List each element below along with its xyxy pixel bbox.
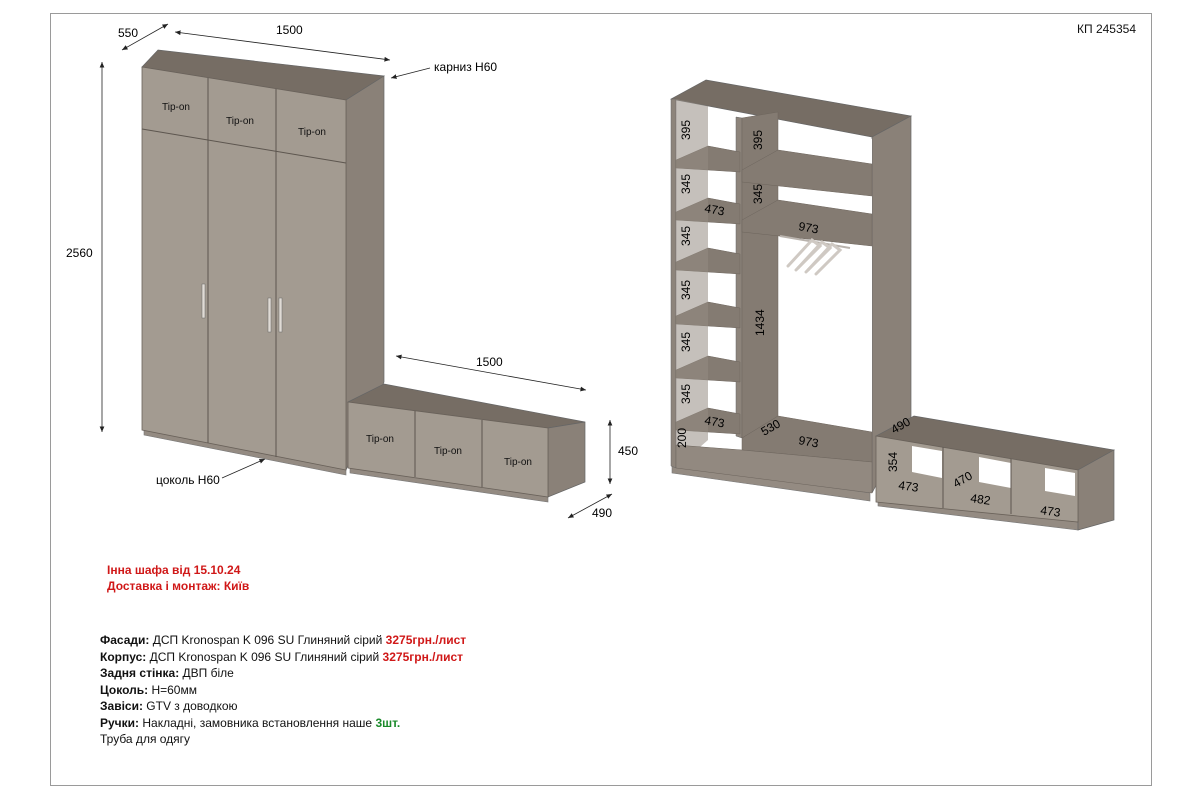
inner-left-2: 345 (679, 174, 693, 194)
bench-inner-width-3: 482 (970, 491, 992, 508)
inner-left-7: 200 (675, 428, 689, 448)
wardrobe-height-label: 2560 (66, 246, 93, 260)
spec-body: Корпус: ДСП Kronospan K 096 SU Глиняний … (100, 649, 464, 664)
specifications: Фасади: ДСП Kronospan K 096 SU Глиняний … (100, 632, 466, 748)
inner-right-1: 395 (751, 130, 765, 150)
bench-inner-width-4: 473 (1040, 503, 1062, 520)
bench-inner-width-1: 473 (898, 478, 920, 495)
bench-tipon-3: Tip-on (504, 457, 532, 468)
wardrobe-tipon-1: Tip-on (162, 102, 190, 113)
bench-interior: 490 354 473 470 482 473 (874, 414, 1116, 531)
bench-closed: Tip-on Tip-on Tip-on (346, 383, 586, 503)
plinth-label: цоколь Н60 (156, 473, 220, 487)
bench-depth-label: 490 (592, 506, 612, 520)
note-delivery: Доставка і монтаж: Київ (107, 579, 250, 593)
spec-handles: Ручки: Накладні, замовника встановлення … (100, 715, 401, 730)
wardrobe-depth-label: 550 (118, 26, 138, 40)
bench-tipon-2: Tip-on (434, 446, 462, 457)
bench-inner-height: 354 (886, 452, 900, 472)
hanging-height-label: 1434 (753, 309, 767, 336)
wardrobe-width-label: 1500 (276, 23, 303, 37)
wardrobe-tipon-3: Tip-on (298, 127, 326, 138)
wardrobe-dimensions: 550 1500 2560 карниз Н60 цоколь Н60 (66, 23, 497, 487)
inner-right-width-1: 973 (797, 219, 819, 236)
spec-plinth: Цоколь: Н=60мм (100, 682, 197, 697)
spec-hinges: Завіси: GTV з доводкою (100, 699, 238, 713)
wardrobe-tipon-2: Tip-on (226, 116, 254, 127)
inner-left-width-2: 473 (703, 413, 725, 430)
inner-left-3: 345 (679, 226, 693, 246)
note-client: Інна шафа від 15.10.24 (107, 563, 241, 577)
bench-tipon-1: Tip-on (366, 434, 394, 445)
wardrobe-closed: Tip-on Tip-on Tip-on (141, 49, 386, 476)
inner-right-2: 345 (751, 184, 765, 204)
inner-left-1: 395 (679, 120, 693, 140)
bench-width-label: 1500 (476, 355, 503, 369)
document-code: КП 245354 (1077, 22, 1136, 36)
inner-left-6: 345 (679, 384, 693, 404)
bench-height-label: 450 (618, 444, 638, 458)
hangers-icon (786, 237, 843, 276)
spec-back: Задня стінка: ДВП біле (100, 666, 234, 680)
inner-left-width-1: 473 (703, 201, 725, 218)
inner-left-5: 345 (679, 332, 693, 352)
spec-facades: Фасади: ДСП Kronospan K 096 SU Глиняний … (100, 633, 467, 647)
inner-right-width-2: 973 (797, 433, 819, 450)
cornice-label: карниз Н60 (434, 60, 497, 74)
spec-rail: Труба для одягу (100, 732, 191, 746)
bench-dimensions: 1500 450 490 (395, 354, 638, 520)
wardrobe-interior: 395 345 345 345 345 345 200 473 473 395 … (669, 79, 913, 502)
inner-left-4: 345 (679, 280, 693, 300)
